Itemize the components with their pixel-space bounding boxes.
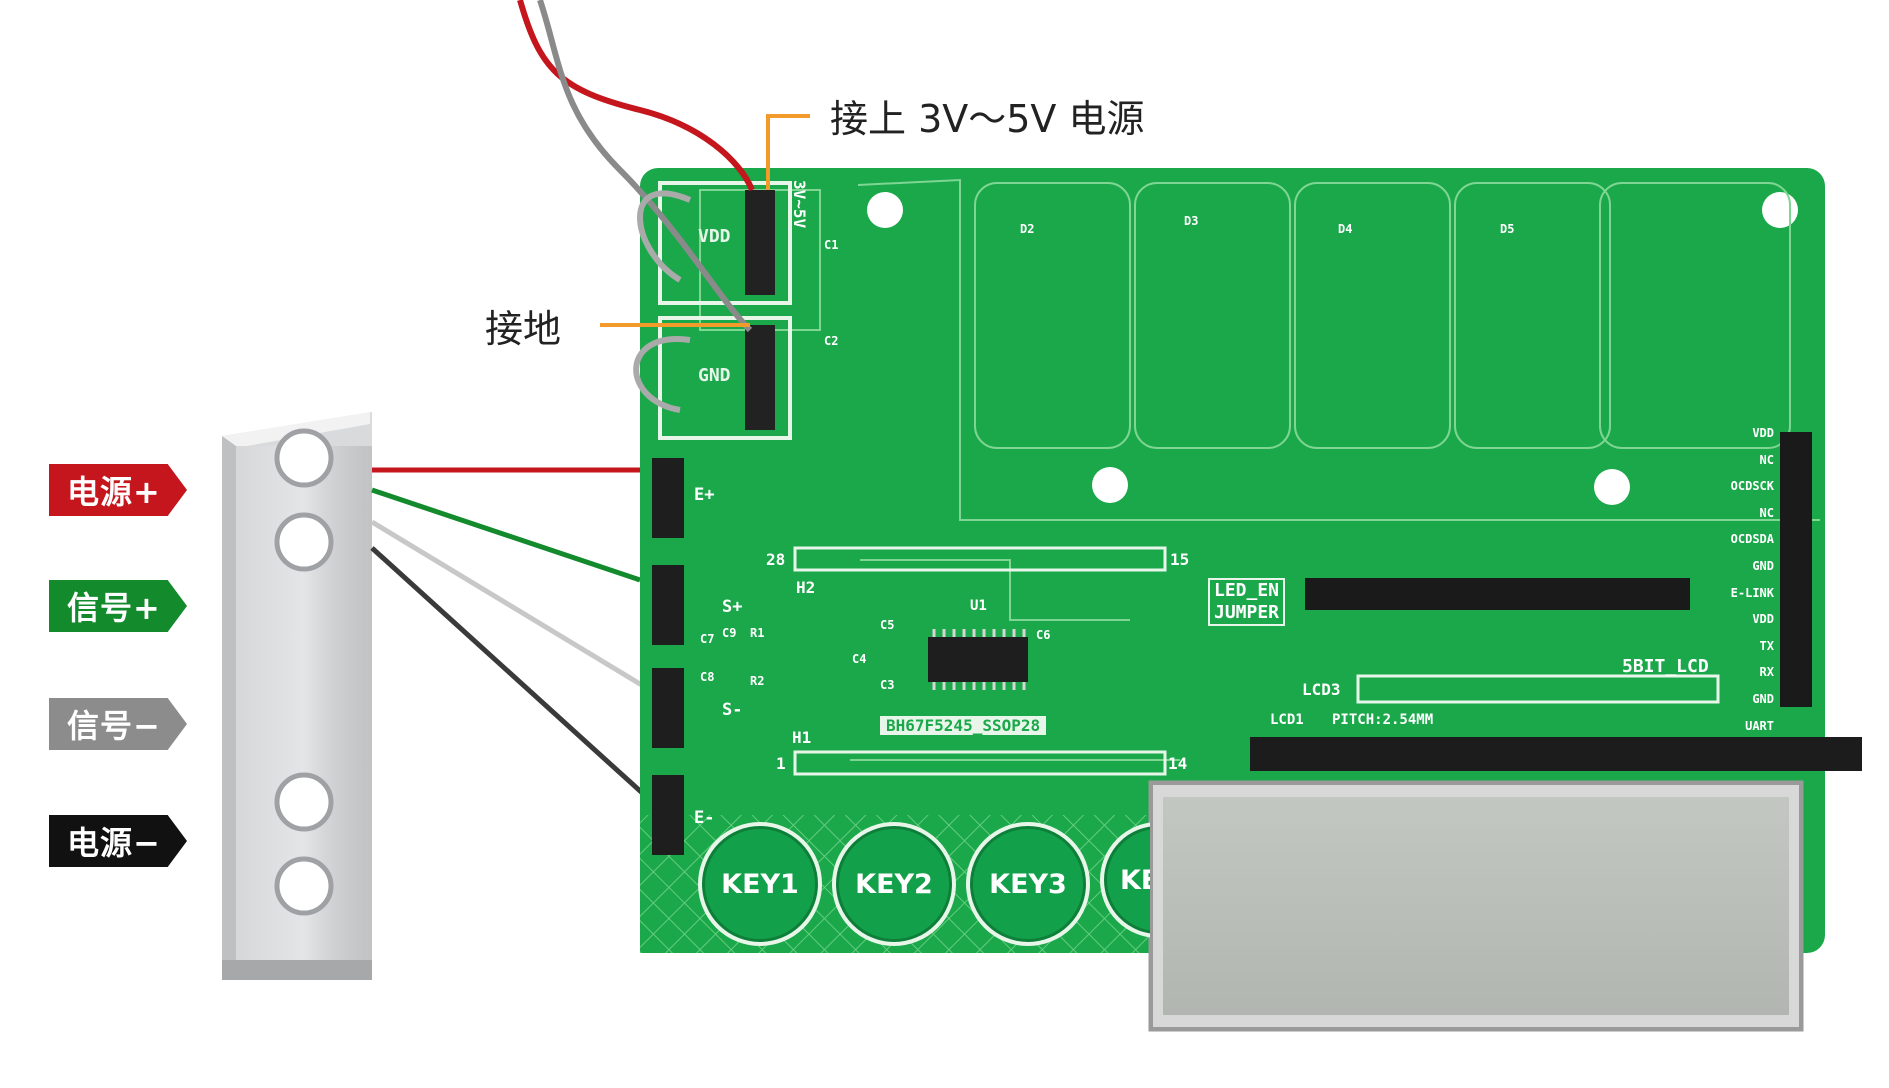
right-pin-0: VDD — [1752, 426, 1774, 440]
right-pin-8: TX — [1759, 638, 1774, 653]
header-h2 — [793, 546, 1167, 572]
right-pin-5: GND — [1752, 558, 1774, 573]
tag-signal-plus: 信号+ — [49, 580, 187, 632]
component-d3: D3 — [1184, 214, 1199, 228]
jumper-text: JUMPER — [1214, 602, 1280, 623]
pin-header-right — [1780, 432, 1812, 707]
voltage-label: 3V~5V — [790, 180, 809, 229]
component-c8: C8 — [700, 670, 715, 684]
component-c6: C6 — [1036, 628, 1051, 642]
right-pin-3: NC — [1759, 505, 1774, 520]
vdd-label: VDD — [698, 226, 731, 247]
touch-key-1: KEY1 — [698, 822, 822, 946]
pin-e-minus: E- — [694, 808, 715, 828]
h1-end: 14 — [1168, 754, 1188, 773]
component-r1: R1 — [750, 626, 765, 640]
load-cell-bar — [222, 412, 372, 980]
tag-power-minus: 电源− — [49, 815, 187, 867]
gnd-label: GND — [698, 365, 731, 386]
chip-label: BH67F5245_SSOP28 — [880, 716, 1047, 735]
component-c7: C7 — [700, 632, 715, 646]
h1-start: 1 — [776, 754, 786, 773]
lcd-header-label: 5BIT_LCD — [1622, 656, 1709, 677]
led-jumper-label: LED_EN JUMPER — [1208, 578, 1286, 626]
h2-end: 15 — [1170, 550, 1190, 569]
right-pin-2: OCDSCK — [1730, 479, 1774, 494]
pin-s-minus: S- — [722, 700, 743, 720]
pin-header-led-en — [1305, 578, 1690, 610]
u1-label: U1 — [970, 598, 987, 614]
callout-power-supply: 接上 3V～5V 电源 — [830, 97, 1145, 141]
right-pin-11: UART — [1745, 718, 1774, 733]
component-c1: C1 — [824, 238, 839, 252]
component-c5: C5 — [880, 618, 895, 632]
pitch-label: PITCH:2.54MM — [1332, 712, 1434, 728]
callout-leaders — [600, 114, 810, 327]
right-pin-1: NC — [1759, 452, 1774, 467]
pin-s-plus: S+ — [722, 597, 743, 617]
chip-u1 — [928, 629, 1028, 690]
right-pin-10: GND — [1752, 691, 1774, 706]
right-pin-9: RX — [1759, 665, 1774, 680]
component-d2: D2 — [1020, 222, 1035, 236]
component-c4: C4 — [852, 652, 867, 666]
lcd-connector — [1250, 737, 1862, 771]
component-r2: R2 — [750, 674, 765, 688]
lcd1-label: LCD1 — [1270, 712, 1304, 728]
h2-start: 28 — [766, 550, 786, 569]
touch-key-2: KEY2 — [832, 822, 956, 946]
touch-key-3: KEY3 — [966, 822, 1090, 946]
tag-signal-minus: 信号− — [49, 698, 187, 750]
component-c2: C2 — [824, 334, 839, 348]
lcd-display-area — [1163, 797, 1789, 1015]
callout-ground: 接地 — [485, 307, 562, 351]
component-c9: C9 — [722, 626, 737, 640]
h1-label: H1 — [792, 728, 812, 747]
tag-power-plus: 电源+ — [49, 464, 187, 516]
lcd3-outline — [1356, 674, 1720, 704]
lcd3-label: LCD3 — [1302, 680, 1341, 699]
power-wires — [517, 0, 755, 413]
h2-label: H2 — [796, 578, 816, 597]
right-pin-7: VDD — [1752, 612, 1774, 627]
component-d4: D4 — [1338, 222, 1353, 236]
pin-e-plus: E+ — [694, 485, 715, 505]
header-h1 — [793, 750, 1167, 776]
component-d5: D5 — [1500, 222, 1515, 236]
sensor-wires — [370, 467, 670, 802]
right-pin-6: E-LINK — [1730, 585, 1774, 600]
right-pin-4: OCDSDA — [1730, 532, 1774, 547]
sensor-pin-headers — [652, 458, 684, 855]
component-c3: C3 — [880, 678, 895, 692]
right-pin-labels: VDD NC OCDSCK NC OCDSDA GND E-LINK VDD T… — [1694, 420, 1774, 739]
lcd-glass — [1150, 782, 1802, 1030]
led-en-text: LED_EN — [1214, 580, 1280, 601]
